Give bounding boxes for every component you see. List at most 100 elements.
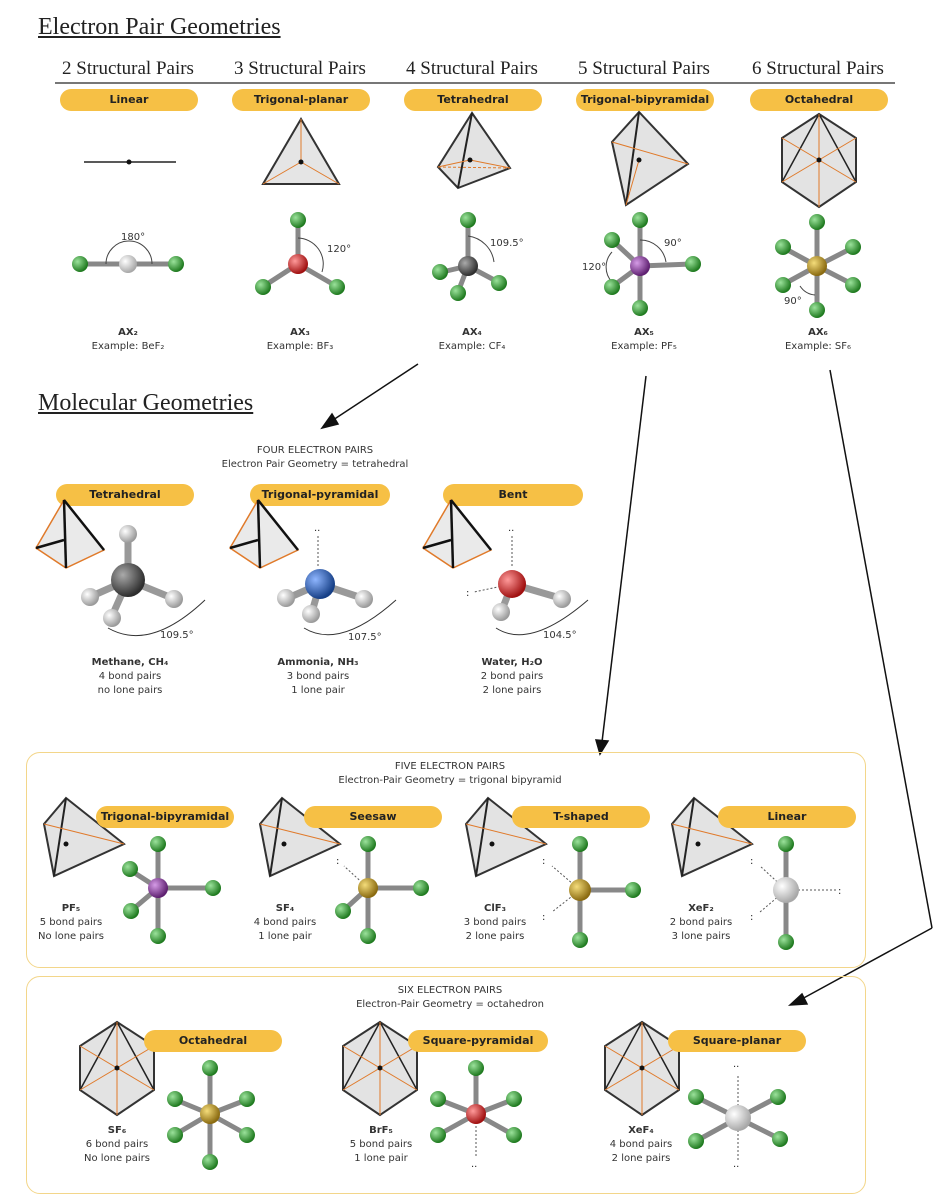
svg-text::: : <box>542 856 545 867</box>
column-header-5: 5 Structural Pairs <box>578 58 710 79</box>
formula-ax6: AX₆ <box>808 327 828 338</box>
linear-shape-icon <box>84 159 176 165</box>
oct-frame-brf5 <box>342 1020 418 1117</box>
example-cf4: Example: CF₄ <box>438 341 506 352</box>
formula-ax5: AX₅ <box>634 327 654 338</box>
bonds-methane: 4 bond pairs <box>98 671 162 682</box>
pill-trigonal-pyramidal: Trigonal-pyramidal <box>250 484 390 506</box>
electron-pair-geometries-heading: Electron Pair Geometries <box>38 14 281 40</box>
caption-water: Water, H₂O 2 bond pairs 2 lone pairs <box>442 656 582 698</box>
five-pairs-subtitle: Electron-Pair Geometry = trigonal bipyra… <box>338 775 562 786</box>
example-pf5: Example: PF₅ <box>611 341 677 352</box>
formula-ax4: AX₄ <box>462 327 482 338</box>
caption-col5: AX₅ Example: PF₅ <box>556 326 732 354</box>
tbp-frame-pf5 <box>42 796 126 878</box>
svg-text:··: ·· <box>314 526 320 537</box>
name-ammonia: Ammonia, NH₃ <box>277 657 359 668</box>
name-xef2: XeF₂ <box>688 903 714 914</box>
name-water: Water, H₂O <box>481 657 543 668</box>
angle-bef2: 180° <box>121 232 146 243</box>
caption-pf5: PF₅ 5 bond pairs No lone pairs <box>26 902 116 944</box>
pf5-model <box>604 212 701 316</box>
name-methane: Methane, CH₄ <box>91 657 169 668</box>
svg-text::: : <box>838 886 841 897</box>
caption-methane: Methane, CH₄ 4 bond pairs no lone pairs <box>60 656 200 698</box>
lone-sf4: 1 lone pair <box>258 931 312 942</box>
svg-text::: : <box>750 912 753 923</box>
example-bf3: Example: BF₃ <box>266 341 334 352</box>
bonds-xef4: 4 bond pairs <box>609 1139 673 1150</box>
four-pairs-subtitle: Electron Pair Geometry = tetrahedral <box>221 459 409 470</box>
name-clf3: ClF₃ <box>484 903 506 914</box>
arrow-to-five-pairs <box>594 375 647 756</box>
name-sf6: SF₆ <box>107 1125 127 1136</box>
caption-sf4: SF₄ 4 bond pairs 1 lone pair <box>240 902 330 944</box>
tetra-frame-water <box>421 498 493 569</box>
five-pairs-title: FIVE ELECTRON PAIRS <box>394 761 506 772</box>
name-brf5: BrF₅ <box>369 1125 393 1136</box>
caption-col2: AX₂ Example: BeF₂ <box>40 326 216 354</box>
bonds-brf5: 5 bond pairs <box>349 1139 413 1150</box>
trigonal-bipyramid-shape-icon <box>610 110 690 207</box>
svg-text::: : <box>750 856 753 867</box>
six-pairs-panel <box>26 976 866 1194</box>
formula-ax3: AX₃ <box>290 327 310 338</box>
tetra-frame-ammonia <box>228 498 300 569</box>
six-pairs-title: SIX ELECTRON PAIRS <box>397 985 503 996</box>
bf3-model <box>255 212 345 295</box>
pill-tetrahedral: Tetrahedral <box>404 89 542 111</box>
bonds-water: 2 bond pairs <box>480 671 544 682</box>
caption-xef4: XeF₄ 4 bond pairs 2 lone pairs <box>596 1124 686 1166</box>
lone-ammonia: 1 lone pair <box>291 685 345 696</box>
xef2-molecule: : : : <box>750 836 841 950</box>
column-header-2: 2 Structural Pairs <box>62 58 194 79</box>
oct-frame-sf6 <box>79 1020 155 1117</box>
formula-ax2: AX₂ <box>118 327 138 338</box>
clf3-molecule: : : <box>542 836 641 948</box>
lone-brf5: 1 lone pair <box>354 1153 408 1164</box>
svg-text::: : <box>542 912 545 923</box>
trigonal-planar-shape-icon <box>261 117 341 185</box>
caption-col4: AX₄ Example: CF₄ <box>384 326 560 354</box>
caption-clf3: ClF₃ 3 bond pairs 2 lone pairs <box>450 902 540 944</box>
example-sf6: Example: SF₆ <box>784 341 852 352</box>
methane-model <box>81 525 206 636</box>
pill-octahedral: Octahedral <box>750 89 888 111</box>
angle-water: 104.5° <box>543 630 577 641</box>
svg-text:··: ·· <box>508 526 514 537</box>
bef2-model <box>72 240 184 273</box>
column-header-3: 3 Structural Pairs <box>234 58 366 79</box>
pill-linear-xef2: Linear <box>718 806 856 828</box>
caption-col3: AX₃ Example: BF₃ <box>212 326 388 354</box>
electron-pair-polyhedra <box>72 110 861 430</box>
octahedron-shape-icon <box>781 112 857 209</box>
bonds-sf6: 6 bond pairs <box>85 1139 149 1150</box>
lone-sf6: No lone pairs <box>84 1153 150 1164</box>
angle-pf5-axial: 90° <box>664 238 682 249</box>
name-sf4: SF₄ <box>275 903 295 914</box>
name-pf5: PF₅ <box>61 903 81 914</box>
tetrahedral-shape-icon <box>436 111 512 190</box>
column-header-4: 4 Structural Pairs <box>406 58 538 79</box>
tbp-frame-sf4 <box>258 796 342 878</box>
xef4-molecule: ·· ·· <box>688 1062 788 1173</box>
lone-xef2: 3 lone pairs <box>671 931 731 942</box>
tbp-frame-xef2 <box>670 796 754 878</box>
caption-xef2: XeF₂ 2 bond pairs 3 lone pairs <box>656 902 746 944</box>
caption-sf6-mol: SF₆ 6 bond pairs No lone pairs <box>72 1124 162 1166</box>
svg-text::: : <box>336 856 339 867</box>
bonds-xef2: 2 bond pairs <box>669 917 733 928</box>
column-header-6: 6 Structural Pairs <box>752 58 884 79</box>
name-xef4: XeF₄ <box>628 1125 654 1136</box>
pill-tetrahedral-molecule: Tetrahedral <box>56 484 194 506</box>
angle-ammonia: 107.5° <box>348 632 382 643</box>
example-bef2: Example: BeF₂ <box>91 341 165 352</box>
lone-clf3: 2 lone pairs <box>465 931 525 942</box>
lone-methane: no lone pairs <box>97 685 163 696</box>
bonds-clf3: 3 bond pairs <box>463 917 527 928</box>
bonds-pf5: 5 bond pairs <box>39 917 103 928</box>
pill-trigonal-planar: Trigonal-planar <box>232 89 370 111</box>
pill-square-pyramidal: Square-pyramidal <box>408 1030 548 1052</box>
angle-methane: 109.5° <box>160 630 194 641</box>
